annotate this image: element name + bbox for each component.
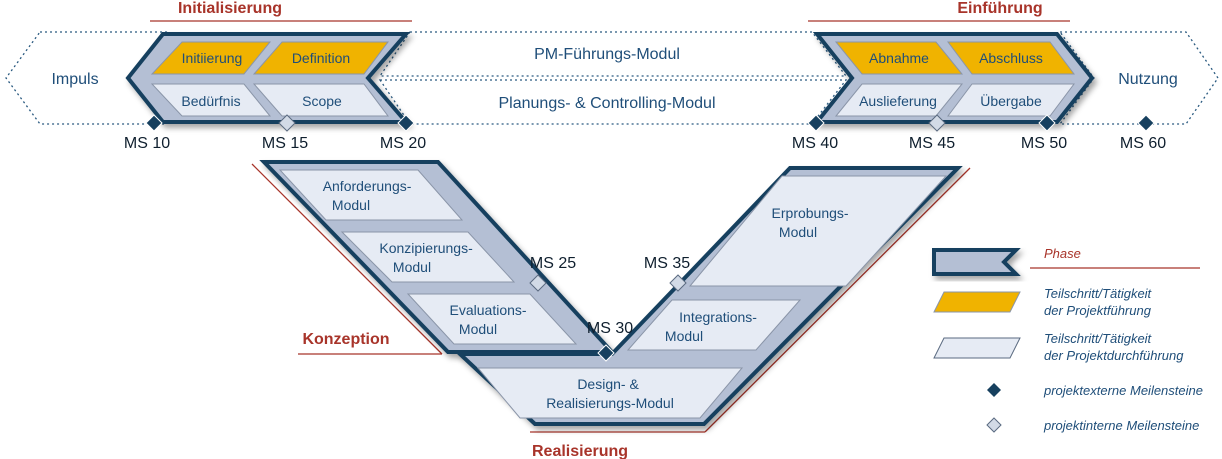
konzeption-diagonal bbox=[251, 163, 443, 355]
konzipierungs-line-2: Modul bbox=[393, 259, 431, 275]
initiierung-label: Initiierung bbox=[182, 50, 243, 66]
einfuehrung-title: Einführung bbox=[957, 0, 1042, 17]
ms30-label: MS 30 bbox=[587, 320, 633, 337]
legend-durchfuehrung-icon bbox=[933, 337, 1021, 359]
beduerfnis-label: Bedürfnis bbox=[181, 93, 240, 109]
scope-step[interactable] bbox=[252, 83, 389, 117]
ms60-label: MS 60 bbox=[1120, 135, 1166, 152]
integrations-modul-shape[interactable] bbox=[626, 299, 802, 351]
ms50-label: MS 50 bbox=[1021, 135, 1067, 152]
legend-intern-label: projektinterne Meilensteine bbox=[1043, 418, 1199, 433]
pm-fuehrung-label: PM-Führungs-Modul bbox=[534, 46, 680, 63]
initiierung-step[interactable] bbox=[150, 41, 272, 75]
definition-step[interactable] bbox=[252, 41, 389, 75]
ms30-marker[interactable] bbox=[597, 344, 615, 362]
ms40-marker[interactable] bbox=[807, 114, 825, 132]
konzipierungs-modul-label: Konzipierungs- Modul bbox=[379, 240, 476, 275]
ms45-marker[interactable] bbox=[928, 114, 946, 132]
konzipierungs-modul-shape[interactable] bbox=[340, 231, 516, 283]
initialisierung-title: Initialisierung bbox=[178, 0, 282, 17]
legend-extern-label: projektexterne Meilensteine bbox=[1043, 383, 1203, 398]
design-line-2: Realisierungs-Modul bbox=[546, 395, 674, 411]
erprobungs-line-2: Modul bbox=[779, 224, 817, 240]
legend-fuehrung-line-1: Teilschritt/Tätigkeit bbox=[1044, 286, 1153, 301]
legend-fuehrung-line-2: der Projektführung bbox=[1044, 303, 1152, 318]
evaluations-modul-label: Evaluations- Modul bbox=[450, 302, 531, 337]
ms50-marker[interactable] bbox=[1038, 114, 1056, 132]
nutzung-label: Nutzung bbox=[1118, 71, 1178, 88]
ms20-label: MS 20 bbox=[380, 135, 426, 152]
konzipierungs-line-1: Konzipierungs- bbox=[379, 240, 473, 256]
legend-extern-icon bbox=[987, 383, 1001, 397]
uebergabe-label: Übergabe bbox=[980, 92, 1042, 109]
legend-phase-icon bbox=[932, 248, 1021, 276]
evaluations-line-2: Modul bbox=[459, 321, 497, 337]
beduerfnis-step[interactable] bbox=[150, 83, 272, 117]
anforderungs-modul-label: Anforderungs- Modul bbox=[323, 178, 416, 213]
legend-durchfuehrung-line-2: der Projektdurchführung bbox=[1044, 348, 1184, 363]
scope-label: Scope bbox=[302, 93, 342, 109]
impuls-label: Impuls bbox=[51, 71, 98, 88]
definition-label: Definition bbox=[292, 50, 350, 66]
anforderungs-modul-shape[interactable] bbox=[278, 169, 464, 221]
konzeption-title: Konzeption bbox=[302, 331, 389, 348]
integrations-line-1: Integrations- bbox=[679, 309, 757, 325]
design-modul-shape[interactable] bbox=[476, 367, 744, 419]
ms10-label: MS 10 bbox=[124, 135, 170, 152]
integrations-line-2: Modul bbox=[665, 328, 703, 344]
ms25-label: MS 25 bbox=[530, 255, 576, 272]
design-modul-label: Design- & Realisierungs-Modul bbox=[546, 376, 674, 411]
abnahme-step[interactable] bbox=[834, 41, 964, 75]
auslieferung-label: Auslieferung bbox=[859, 93, 937, 109]
abschluss-label: Abschluss bbox=[979, 50, 1043, 66]
legend-intern-icon bbox=[986, 417, 1002, 433]
ms60-marker[interactable] bbox=[1137, 114, 1155, 132]
design-line-1: Design- & bbox=[577, 376, 639, 392]
ms40-label: MS 40 bbox=[792, 135, 838, 152]
realisierung-diagonal bbox=[704, 167, 971, 433]
integrations-modul-label: Integrations- Modul bbox=[665, 309, 761, 344]
ms25-marker[interactable] bbox=[529, 274, 547, 292]
ms35-label: MS 35 bbox=[644, 255, 690, 272]
planung-controlling-label: Planungs- & Controlling-Modul bbox=[499, 95, 716, 112]
ms45-label: MS 45 bbox=[909, 135, 955, 152]
evaluations-modul-shape[interactable] bbox=[406, 293, 578, 345]
erprobungs-line-1: Erprobungs- bbox=[772, 205, 849, 221]
evaluations-line-1: Evaluations- bbox=[450, 302, 527, 318]
legend-fuehrung-label: Teilschritt/Tätigkeit der Projektführung bbox=[1044, 286, 1155, 318]
abschluss-step[interactable] bbox=[947, 41, 1075, 75]
anforderungs-line-1: Anforderungs- bbox=[323, 178, 412, 194]
ms20-marker[interactable] bbox=[397, 114, 415, 132]
legend-phase-label: Phase bbox=[1044, 246, 1081, 261]
erprobungs-modul-shape[interactable] bbox=[688, 175, 948, 287]
legend-fuehrung-icon bbox=[933, 291, 1021, 313]
ms15-label: MS 15 bbox=[262, 135, 308, 152]
legend-durchfuehrung-line-1: Teilschritt/Tätigkeit bbox=[1044, 331, 1153, 346]
erprobungs-modul-label: Erprobungs- Modul bbox=[772, 205, 853, 240]
abnahme-label: Abnahme bbox=[869, 50, 929, 66]
realisierung-title: Realisierung bbox=[532, 443, 628, 459]
anforderungs-line-2: Modul bbox=[332, 197, 370, 213]
ms10-marker[interactable] bbox=[145, 114, 163, 132]
legend-durchfuehrung-label: Teilschritt/Tätigkeit der Projektdurchfü… bbox=[1044, 331, 1184, 363]
ms15-marker[interactable] bbox=[278, 114, 296, 132]
pm-fuehrung-shape bbox=[378, 31, 848, 77]
ms35-marker[interactable] bbox=[669, 274, 687, 292]
uebergabe-step[interactable] bbox=[947, 83, 1075, 117]
